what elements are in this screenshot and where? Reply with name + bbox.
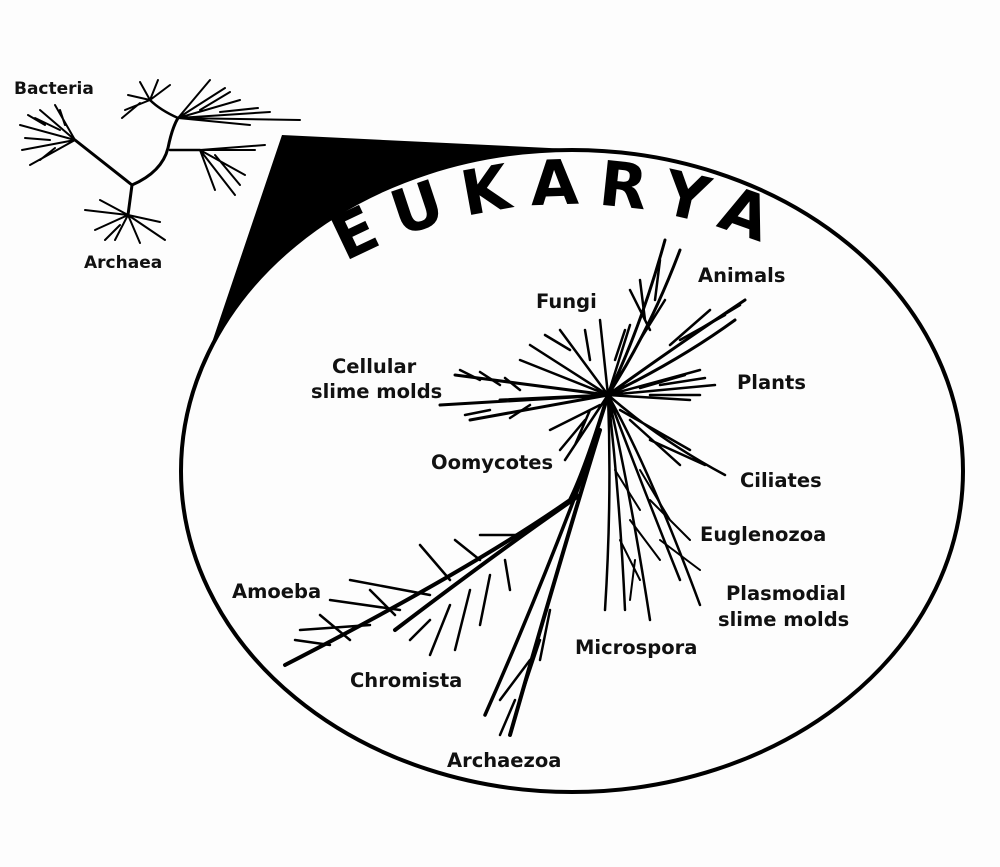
bacteria-label: Bacteria <box>14 79 94 99</box>
chromista-label: Chromista <box>350 669 462 692</box>
cellular-slime-molds-label-2: slime molds <box>311 380 442 403</box>
plasmodial-slime-molds-label-2: slime molds <box>718 608 849 631</box>
archaezoa-label: Archaezoa <box>447 749 561 772</box>
inset-tree <box>19 79 301 244</box>
amoeba-label: Amoeba <box>232 580 321 603</box>
fungi-label: Fungi <box>536 290 597 313</box>
animals-label: Animals <box>698 264 785 287</box>
plants-label: Plants <box>737 371 806 394</box>
oomycotes-label: Oomycotes <box>431 451 553 474</box>
eukarya-tree <box>283 238 747 737</box>
microspora-label: Microspora <box>575 636 697 659</box>
zoom-wedge <box>200 135 590 378</box>
archaea-label: Archaea <box>84 253 162 273</box>
plasmodial-slime-molds-label-1: Plasmodial <box>726 582 846 605</box>
eukarya-ellipse <box>179 148 965 794</box>
ciliates-label: Ciliates <box>740 469 822 492</box>
cellular-slime-molds-label-1: Cellular <box>332 355 417 378</box>
euglenozoa-label: Euglenozoa <box>700 523 826 546</box>
